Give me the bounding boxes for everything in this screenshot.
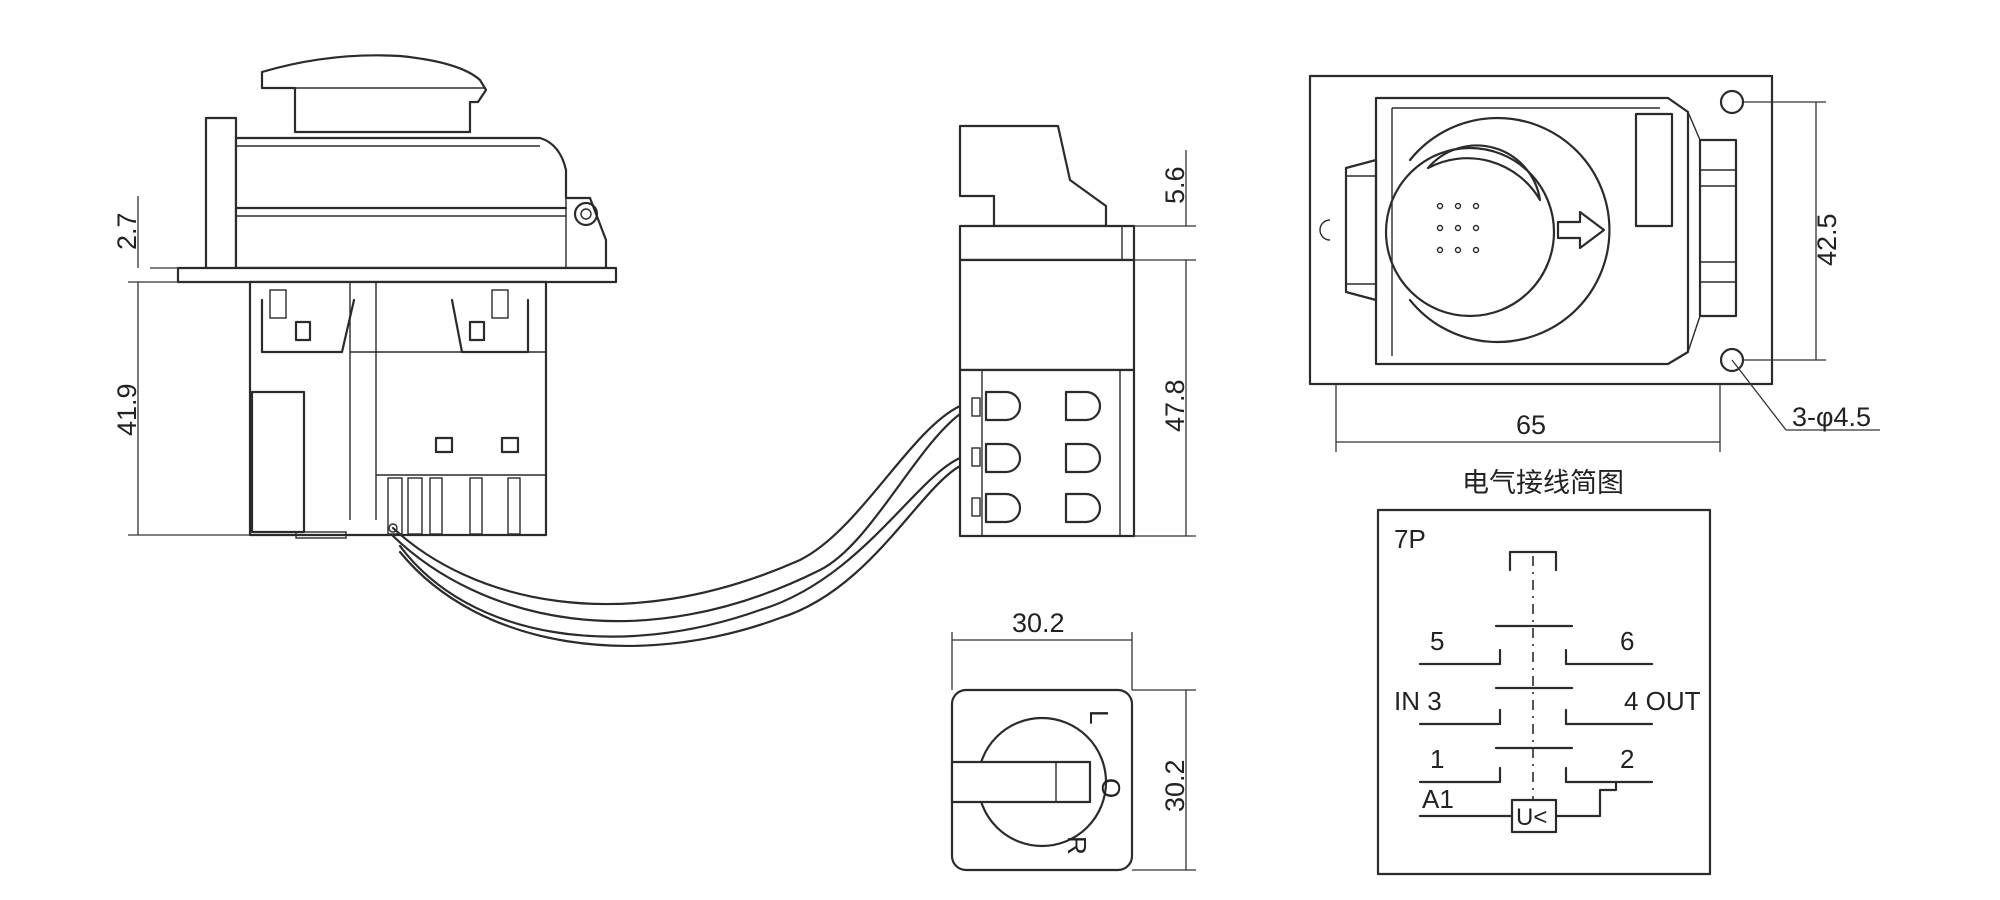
side-view	[176, 54, 618, 539]
wiring-diagram: 电气接线简图 7P 5 6 IN 3 4 OUT 1 2 A1 U<	[1376, 468, 1712, 876]
wiring-diagram-title: 电气接线简图	[1462, 468, 1624, 498]
dim-top-height: 42.5	[1812, 213, 1842, 266]
label-r: R	[1062, 836, 1092, 855]
terminal-5: 5	[1430, 626, 1444, 656]
connection-cables	[391, 404, 962, 647]
dim-front-height: 30.2	[1160, 759, 1190, 812]
switch-block	[958, 124, 1136, 538]
side-view-dimensions: 2.7 41.9	[112, 196, 250, 536]
terminal-1: 1	[1430, 744, 1444, 774]
terminal-a1: A1	[1422, 784, 1454, 814]
front-view: 30.2 L O R 30.2	[950, 608, 1196, 872]
terminal-6: 6	[1620, 626, 1634, 656]
switch-block-dimensions: 5.6 47.8	[1134, 150, 1196, 537]
dim-mounting-holes: 3-φ4.5	[1792, 402, 1871, 432]
pole-count-label: 7P	[1394, 524, 1426, 554]
label-o: O	[1096, 778, 1126, 798]
dim-side-height: 41.9	[112, 383, 142, 436]
terminal-4out: 4 OUT	[1624, 686, 1701, 716]
dim-switch-body: 47.8	[1160, 379, 1190, 432]
dim-top-width: 65	[1516, 410, 1546, 440]
undervoltage-coil-label: U<	[1516, 804, 1547, 831]
terminal-2: 2	[1620, 744, 1634, 774]
terminal-in3: IN 3	[1394, 686, 1442, 716]
top-view-dimensions: 42.5 65 3-φ4.5	[1335, 101, 1880, 452]
dim-front-width: 30.2	[1012, 608, 1065, 638]
dim-switch-top: 5.6	[1160, 166, 1190, 204]
label-l: L	[1084, 710, 1114, 724]
dim-flange-thickness: 2.7	[112, 212, 142, 250]
top-view	[1308, 74, 1774, 386]
